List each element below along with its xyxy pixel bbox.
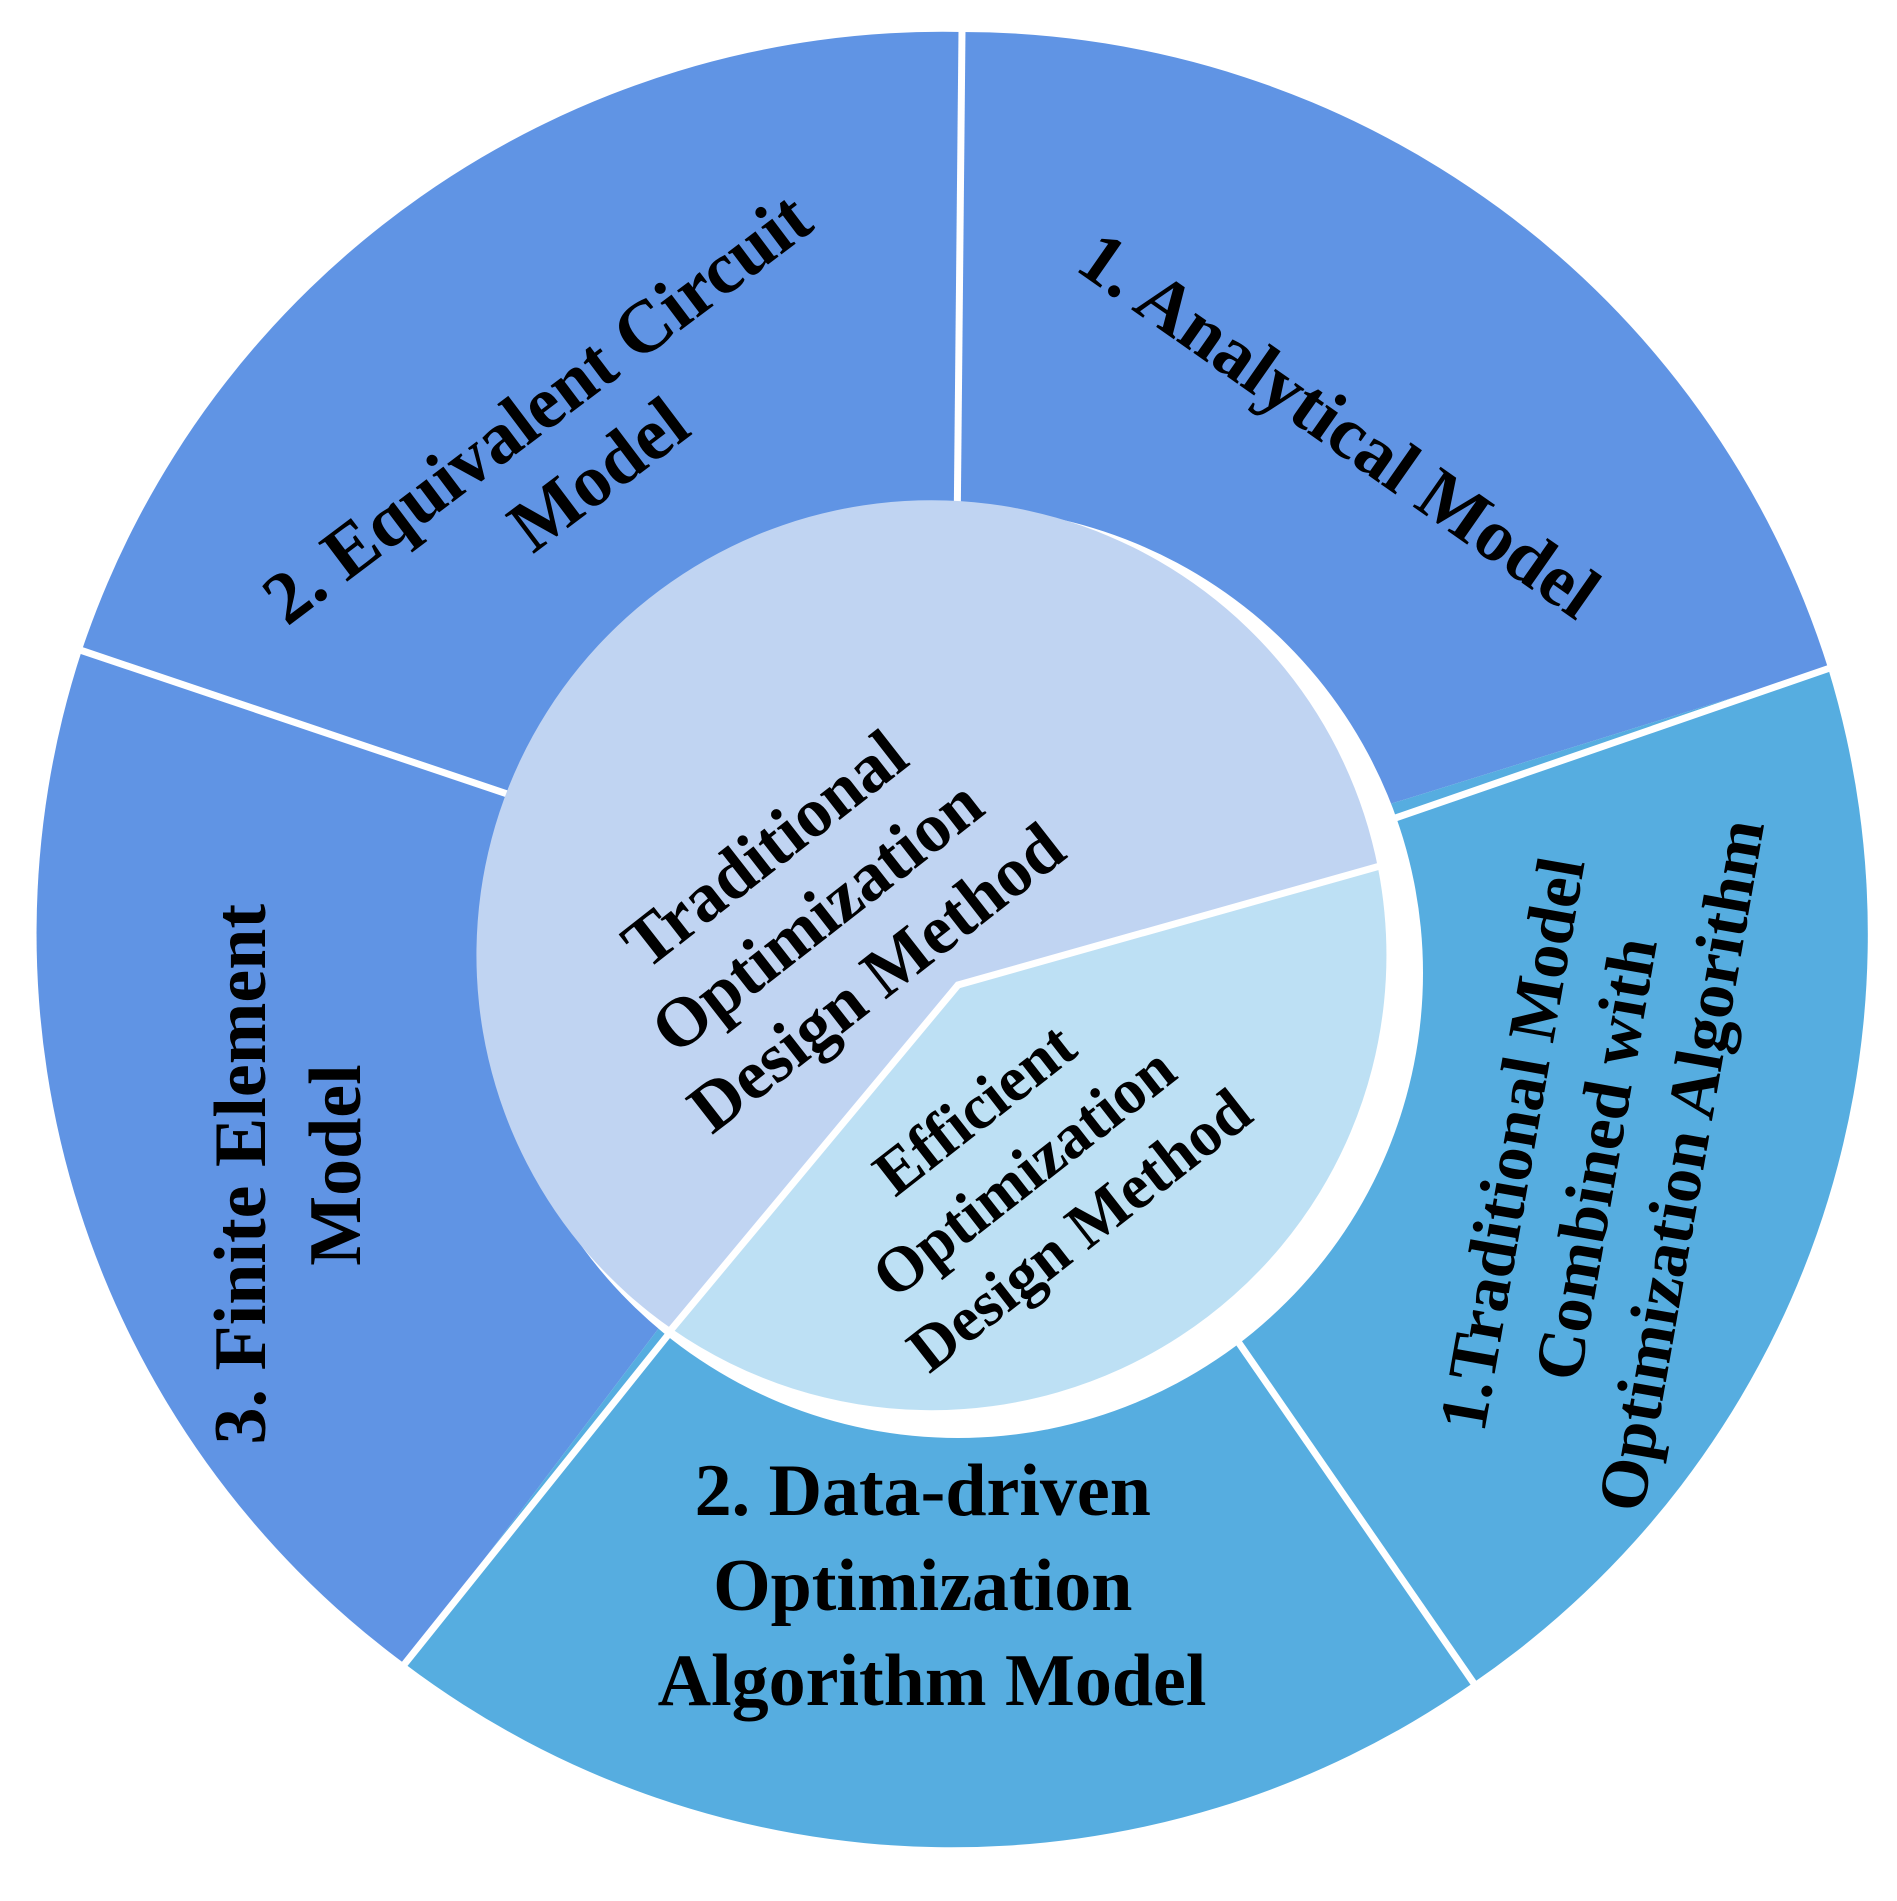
finite-element-model-line-1: 3. Finite Element <box>200 904 282 1445</box>
inner-divider <box>667 862 1381 1334</box>
data-driven-line-2: Optimization <box>713 1545 1132 1627</box>
finite-element-model-line-2: Model <box>295 1064 377 1265</box>
separator-top <box>953 29 966 541</box>
separator-bottom-right <box>1227 1328 1478 1687</box>
separator-right-upper <box>1373 664 1832 829</box>
separator-bottom-left <box>400 1317 683 1669</box>
data-driven-line-1: 2. Data-driven <box>695 1450 1151 1532</box>
separator-left <box>78 646 542 809</box>
outer-separators <box>78 29 1832 1687</box>
data-driven-model-label: 2. Data-driven Optimization Algorithm Mo… <box>658 1450 1207 1722</box>
inner-efficient-region <box>672 868 1387 1411</box>
data-driven-line-3: Algorithm Model <box>658 1640 1207 1722</box>
inner-traditional-region <box>476 500 1378 1329</box>
finite-element-model-label: 3. Finite Element Model <box>200 885 377 1444</box>
inner-circle <box>476 500 1423 1438</box>
